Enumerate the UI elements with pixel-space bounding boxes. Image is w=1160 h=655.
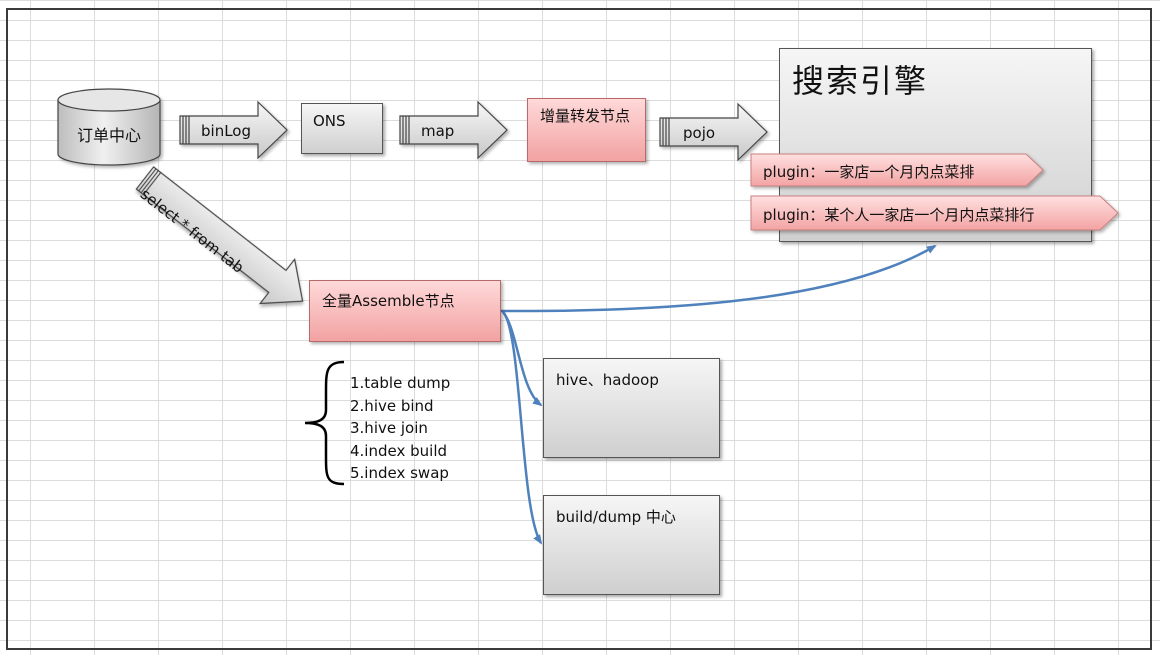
ons-node: ONS (301, 103, 383, 154)
map-label: map (421, 122, 455, 140)
database-cylinder-icon (57, 88, 161, 166)
connector-to-build-dump (501, 311, 543, 545)
incremental-forward-label: 增量转发节点 (540, 107, 631, 125)
connector-to-search-engine (500, 244, 937, 313)
binlog-arrow (179, 100, 288, 160)
incremental-forward-node: 增量转发节点 (527, 98, 646, 162)
order-center-label: 订单中心 (76, 126, 141, 145)
steps-list: 1.table dump 2.hive bind 3.hive join 4.i… (350, 372, 450, 485)
step-item: 3.hive join (350, 419, 428, 437)
step-item: 4.index build (350, 441, 448, 460)
pojo-arrow (659, 102, 768, 162)
full-assemble-node: 全量Assemble节点 (309, 280, 501, 342)
step-item: 5.index swap (350, 464, 449, 482)
map-arrow (399, 100, 508, 160)
search-engine-title: 搜索引擎 (792, 62, 929, 100)
step-item: 1.table dump (350, 374, 451, 392)
steps-brace (304, 360, 345, 486)
step-item: 2.hive bind (350, 396, 434, 415)
binlog-label: binLog (201, 122, 251, 140)
ons-label: ONS (313, 112, 346, 130)
build-dump-label: build/dump 中心 (556, 508, 676, 526)
diagram-frame (6, 8, 1152, 650)
plugin-tag-2 (750, 195, 1119, 231)
plugin-tag-1-label: plugin：一家店一个月内点菜排 (763, 163, 975, 181)
select-arrow (135, 166, 304, 305)
full-assemble-label: 全量Assemble节点 (322, 292, 455, 310)
build-dump-node: build/dump 中心 (543, 495, 720, 595)
hive-hadoop-label: hive、hadoop (556, 371, 659, 389)
plugin-tag-1 (750, 153, 1044, 187)
pojo-label: pojo (683, 124, 716, 142)
plugin-tag-2-label: plugin：某个人一家店一个月内点菜排行 (763, 206, 1035, 224)
hive-hadoop-node: hive、hadoop (543, 358, 720, 458)
